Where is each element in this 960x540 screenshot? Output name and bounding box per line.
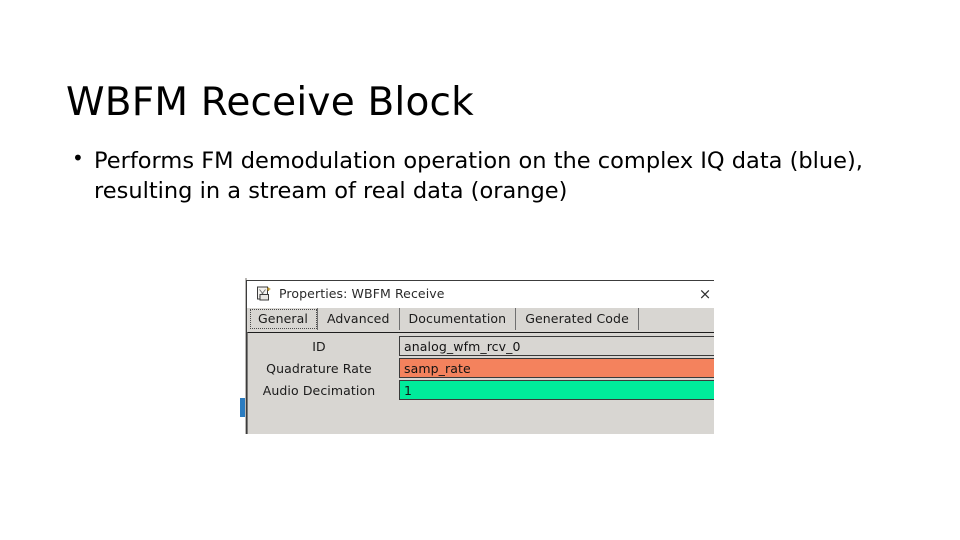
dialog-titlebar: Properties: WBFM Receive ×	[247, 281, 714, 308]
tab-advanced[interactable]: Advanced	[317, 308, 400, 330]
tab-general[interactable]: General	[249, 308, 318, 330]
field-label-audio-decimation: Audio Decimation	[262, 383, 376, 398]
form-row-quadrature-rate: Quadrature Rate samp_rate	[248, 358, 714, 380]
field-label-quadrature-rate: Quadrature Rate	[266, 361, 372, 376]
tab-generated-code-label: Generated Code	[525, 311, 629, 326]
tab-generated-code[interactable]: Generated Code	[516, 308, 639, 330]
dialog-content-panel: ID analog_wfm_rcv_0 Quadrature Rate samp…	[247, 332, 714, 434]
field-label-id: ID	[312, 339, 326, 354]
dialog-title: Properties: WBFM Receive	[279, 286, 445, 301]
dialog-tab-strip: General Advanced Documentation Generated…	[247, 308, 714, 332]
tab-documentation-label: Documentation	[408, 311, 507, 326]
tab-documentation[interactable]: Documentation	[399, 308, 517, 330]
close-icon[interactable]: ×	[698, 285, 712, 303]
edge-blue-marker	[240, 398, 245, 417]
bullet-list: • Performs FM demodulation operation on …	[66, 146, 896, 206]
properties-document-icon	[256, 286, 273, 302]
id-input[interactable]: analog_wfm_rcv_0	[399, 336, 714, 356]
edge-divider	[245, 278, 247, 434]
audio-decimation-input[interactable]: 1	[399, 380, 714, 400]
form-row-id: ID analog_wfm_rcv_0	[248, 336, 714, 358]
list-item: • Performs FM demodulation operation on …	[66, 146, 896, 206]
properties-dialog-window: Properties: WBFM Receive × General Advan…	[246, 280, 714, 434]
embedded-dialog-screenshot: Properties: WBFM Receive × General Advan…	[240, 278, 714, 434]
tab-advanced-label: Advanced	[326, 311, 390, 326]
bullet-glyph-icon: •	[72, 146, 84, 170]
page-title: WBFM Receive Block	[66, 80, 474, 126]
quadrature-rate-input[interactable]: samp_rate	[399, 358, 714, 378]
bullet-text: Performs FM demodulation operation on th…	[94, 148, 863, 205]
tab-general-label: General	[258, 311, 308, 326]
form-row-audio-decimation: Audio Decimation 1	[248, 380, 714, 402]
